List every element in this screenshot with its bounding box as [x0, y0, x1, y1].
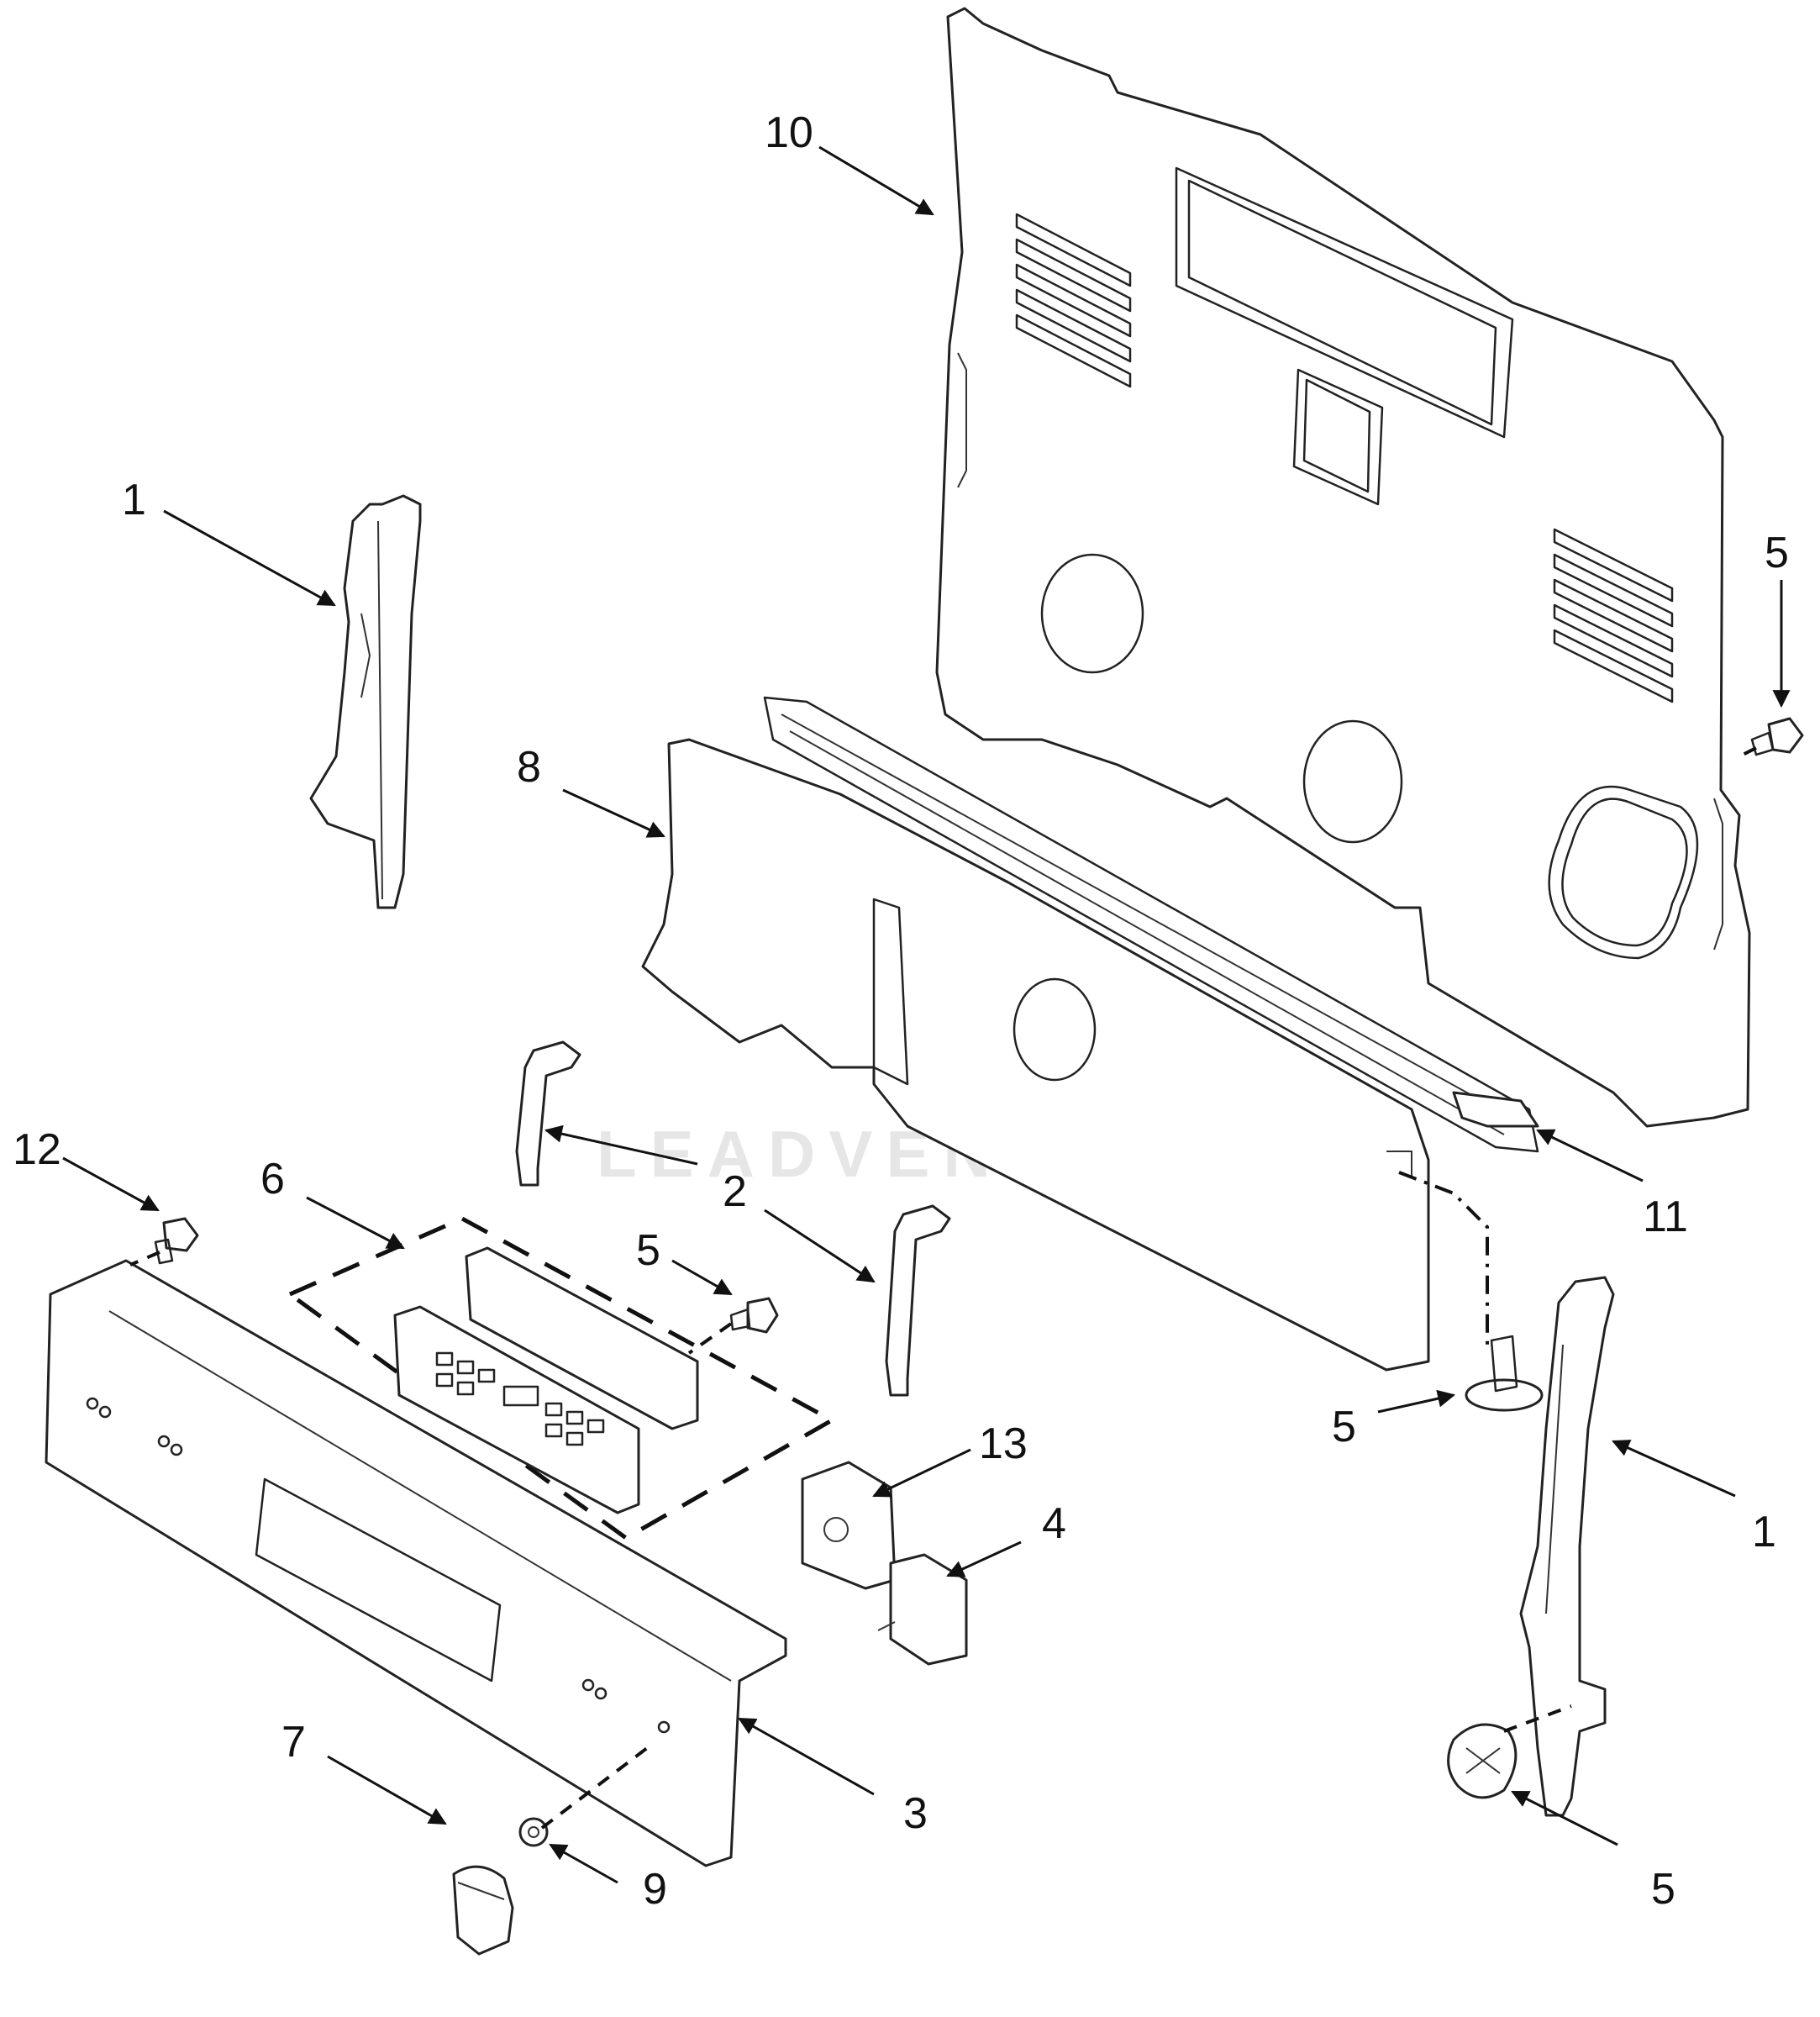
- screw-bottom-right: [1447, 1723, 1518, 1799]
- screw-middle: [729, 1297, 779, 1334]
- right-side-trim: [1519, 1276, 1615, 1817]
- top-left-vents: [1015, 213, 1132, 388]
- leader-4: [946, 1540, 1022, 1577]
- control-board: [286, 1216, 837, 1540]
- callout-5-bottom: 5: [1651, 1865, 1675, 1914]
- leader-5-bottom: [1511, 1790, 1618, 1846]
- leader-10: [818, 145, 934, 216]
- screw-panel: [154, 1217, 199, 1265]
- assembly-line-12: [129, 1251, 160, 1267]
- screw-right-middle: [1465, 1335, 1544, 1412]
- callout-9: 9: [643, 1865, 667, 1914]
- callout-3: 3: [903, 1789, 928, 1838]
- leader-11: [1536, 1129, 1644, 1182]
- callout-4: 4: [1042, 1499, 1066, 1548]
- callout-7: 7: [281, 1718, 306, 1767]
- callout-1-right: 1: [1752, 1508, 1776, 1556]
- rear-panel: [935, 7, 1751, 1128]
- leader-9: [549, 1843, 618, 1884]
- callout-5-middle: 5: [636, 1226, 660, 1275]
- assembly-line-5bottom: [1503, 1704, 1572, 1733]
- assembly-line-5top: [1738, 746, 1757, 758]
- leader-5-middle: [671, 1259, 733, 1296]
- callout-10: 10: [765, 108, 813, 157]
- leader-6: [306, 1196, 405, 1250]
- callout-1-left: 1: [122, 476, 146, 524]
- left-side-trim: [309, 494, 422, 909]
- screw-top-right: [1750, 717, 1804, 756]
- callout-11: 11: [1643, 1193, 1688, 1241]
- switch-13: [801, 1461, 897, 1590]
- knob-clip: [518, 1817, 549, 1847]
- callout-12: 12: [13, 1125, 61, 1174]
- assembly-line-5mid: [1398, 1171, 1489, 1345]
- control-backer: [641, 696, 1539, 1372]
- leader-12: [62, 1156, 160, 1212]
- leader-2-upper: [544, 1124, 698, 1166]
- callout-labels: 10 1 1 5 8 11 2 12 6 5 5 5 13 4 7 9 3: [13, 108, 1789, 1914]
- callout-13: 13: [979, 1419, 1028, 1468]
- leader-3: [738, 1717, 875, 1796]
- callout-8: 8: [517, 743, 541, 792]
- leader-7: [327, 1755, 447, 1825]
- end-cap: [1452, 1091, 1539, 1128]
- callout-6: 6: [260, 1155, 285, 1203]
- leader-1-right: [1612, 1440, 1736, 1498]
- leader-lines: [62, 145, 1791, 1884]
- callout-5-right-middle: 5: [1332, 1403, 1356, 1451]
- knob: [452, 1865, 514, 1956]
- assembly-line-5a: [687, 1322, 733, 1355]
- bracket-lower: [885, 1204, 951, 1397]
- leader-8: [562, 788, 665, 838]
- callout-2: 2: [723, 1167, 747, 1216]
- leader-2-lower: [764, 1209, 876, 1283]
- keypad-buttons: [435, 1351, 605, 1446]
- right-vents: [1553, 528, 1674, 703]
- switch-4: [877, 1553, 968, 1666]
- leader-1-left: [163, 509, 336, 607]
- leader-13: [872, 1448, 971, 1498]
- bracket-upper: [515, 1040, 581, 1187]
- leader-5-right-middle: [1377, 1389, 1456, 1414]
- control-panel: [45, 1259, 787, 1867]
- callout-5-top: 5: [1765, 529, 1789, 577]
